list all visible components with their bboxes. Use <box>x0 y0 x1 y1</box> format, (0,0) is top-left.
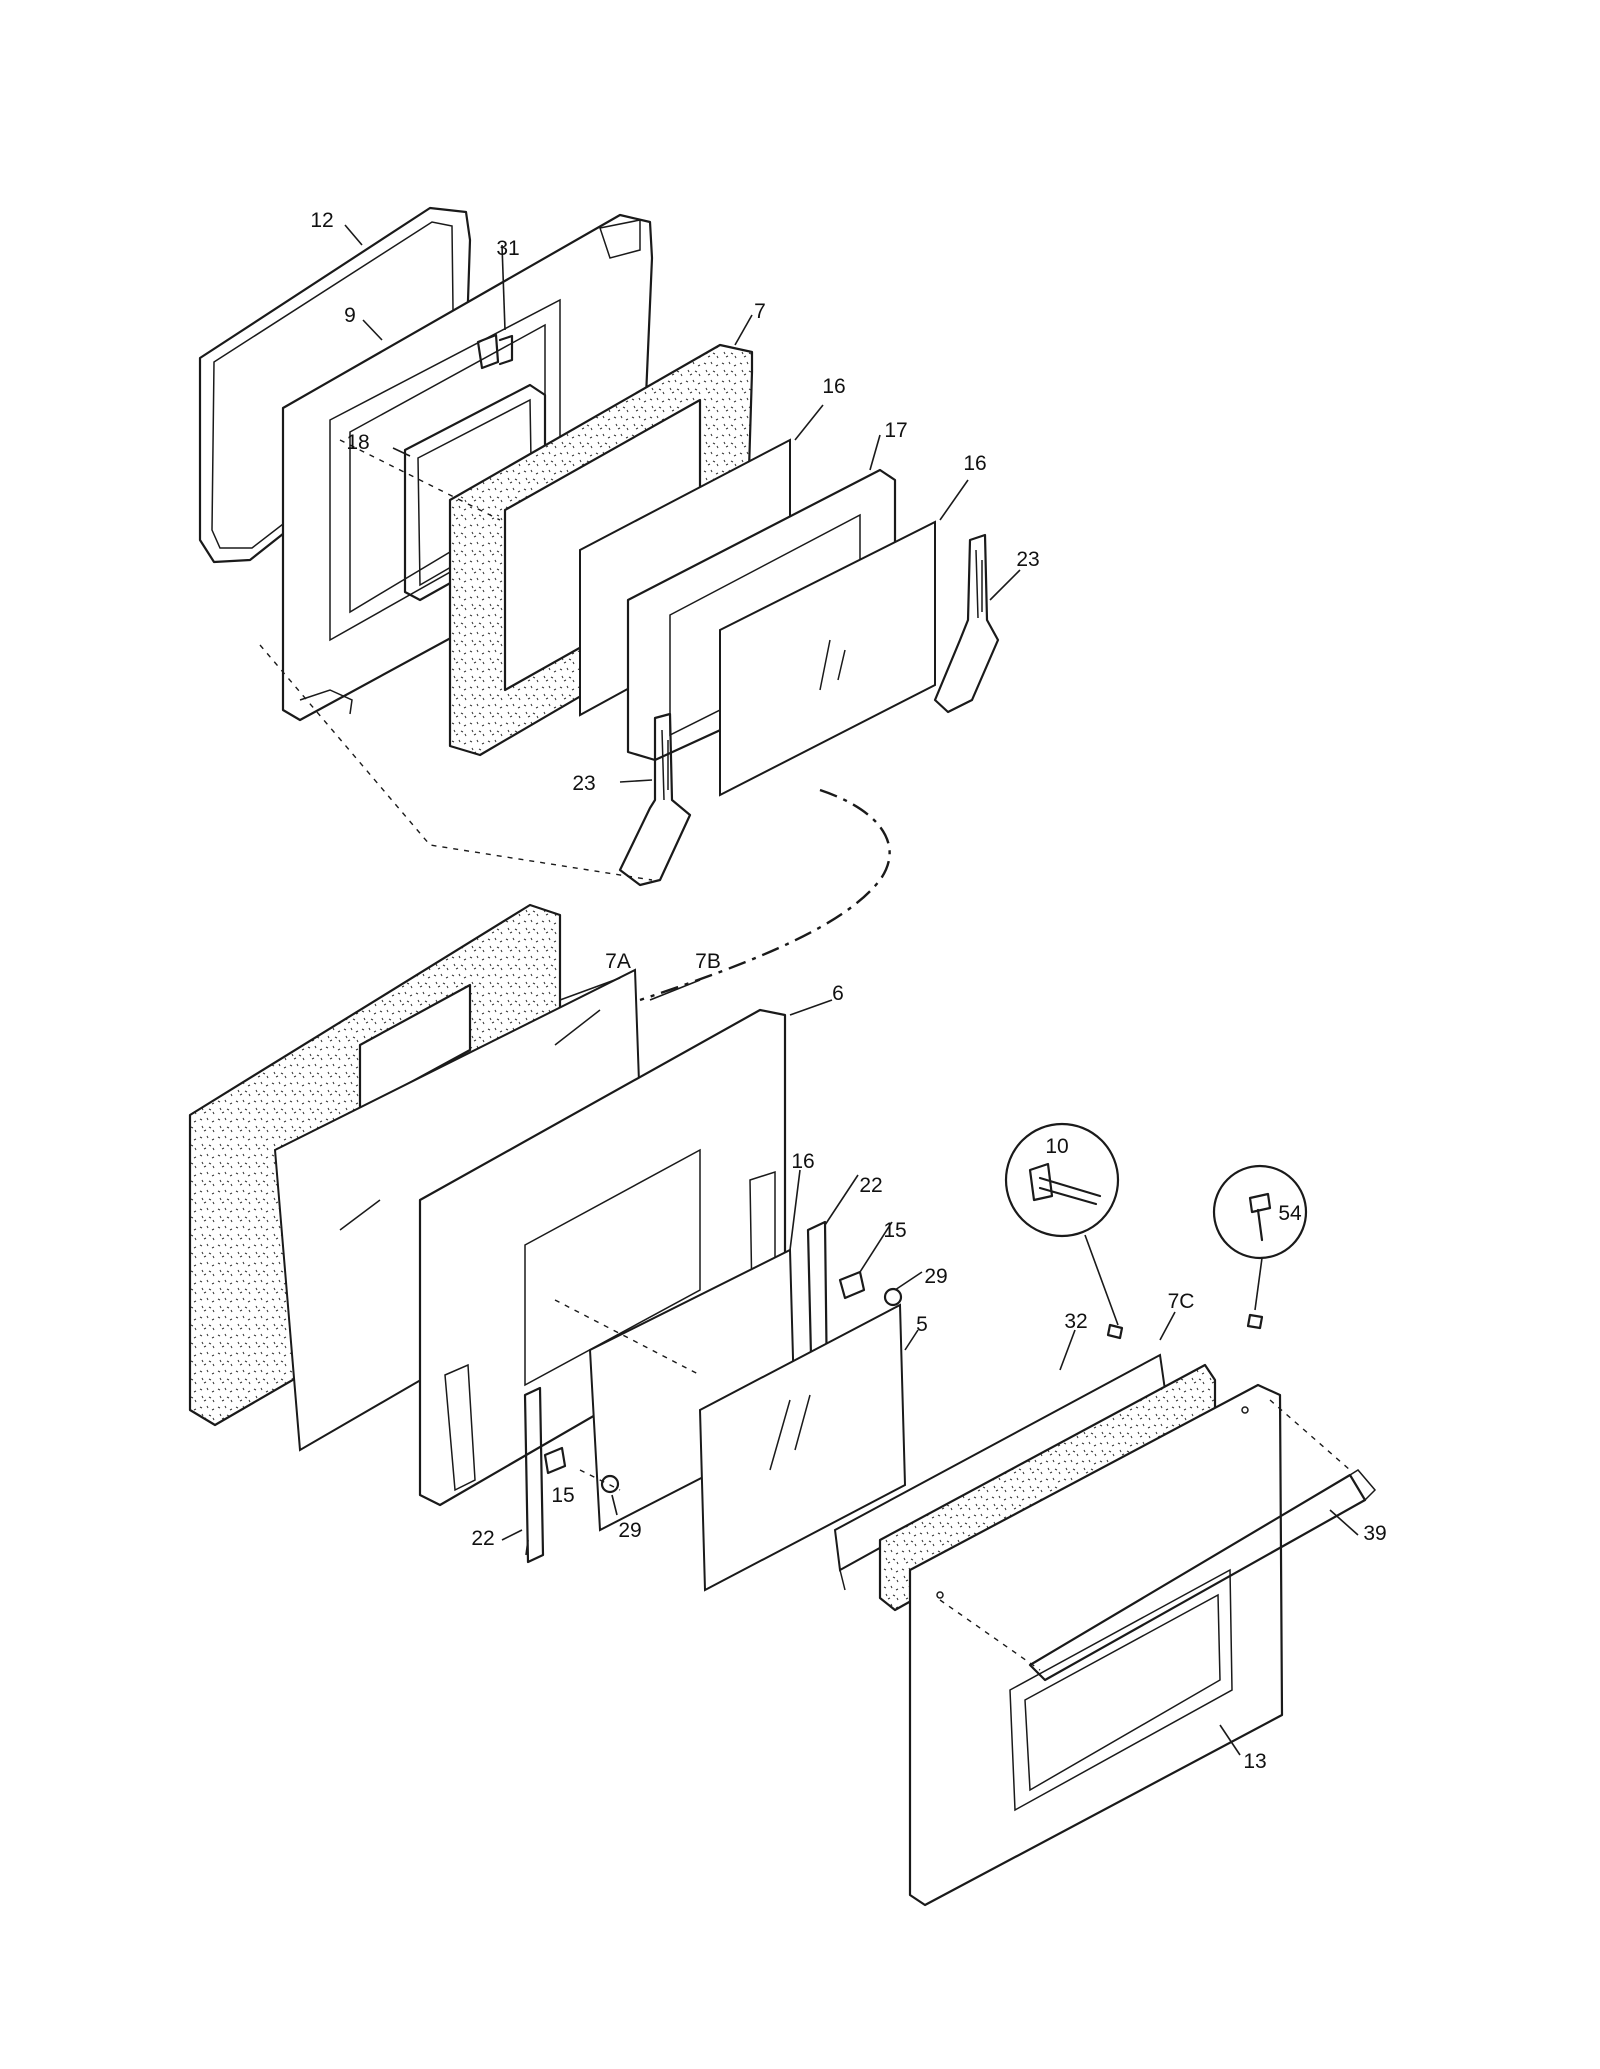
door-hinge-right <box>933 533 1000 714</box>
callout-circle-54 <box>1212 1164 1308 1260</box>
glass-clip-right <box>838 1270 866 1300</box>
label-13: 13 <box>1243 1750 1266 1773</box>
label-7: 7 <box>754 300 766 323</box>
label-16-inner: 16 <box>791 1150 814 1173</box>
door-clip <box>476 333 514 370</box>
callout-leader <box>1084 1234 1119 1326</box>
label-54: 54 <box>1278 1202 1302 1225</box>
door-bracket-left <box>523 1386 545 1564</box>
label-29-left: 29 <box>618 1519 641 1542</box>
label-10: 10 <box>1045 1135 1068 1158</box>
glass-spacer-right <box>883 1287 903 1307</box>
door-hinge-left <box>618 712 692 887</box>
alignment-line <box>554 1299 701 1376</box>
callout-circle-10 <box>1004 1122 1120 1238</box>
label-32: 32 <box>1064 1310 1087 1333</box>
glass-spacer-left <box>600 1474 620 1494</box>
label-18: 18 <box>346 431 369 454</box>
label-23-left: 23 <box>572 772 595 795</box>
alignment-line <box>1269 1399 1351 1471</box>
leader-lines <box>344 224 1359 1756</box>
label-16-rear: 16 <box>963 452 986 475</box>
label-22-left: 22 <box>471 1527 494 1550</box>
glass-clip-left <box>543 1446 567 1475</box>
label-7A: 7A <box>605 950 631 973</box>
part-labels: 12 31 9 7 16 18 17 16 23 23 7A 7B 6 16 2… <box>310 209 1386 1773</box>
label-17: 17 <box>884 419 907 442</box>
callout-leader <box>1254 1257 1263 1311</box>
label-6: 6 <box>832 982 844 1005</box>
assembly-connector <box>639 788 891 1002</box>
label-31: 31 <box>496 237 519 260</box>
screw <box>1106 1323 1124 1340</box>
screw <box>1246 1313 1264 1330</box>
label-29-right: 29 <box>924 1265 947 1288</box>
label-15-right: 15 <box>883 1219 906 1242</box>
label-5: 5 <box>916 1313 928 1336</box>
label-16-upper: 16 <box>822 375 845 398</box>
label-15-left: 15 <box>551 1484 574 1507</box>
label-22-right: 22 <box>859 1174 882 1197</box>
alignment-line <box>339 439 501 521</box>
label-23-right: 23 <box>1016 548 1039 571</box>
door-handle <box>1028 1469 1377 1682</box>
label-39: 39 <box>1363 1522 1386 1545</box>
glass-panel-rear <box>719 520 936 797</box>
alignment-line <box>579 1469 621 1491</box>
outer-window-glass <box>698 1303 907 1592</box>
label-7B: 7B <box>695 950 721 973</box>
label-12: 12 <box>310 209 333 232</box>
alignment-line <box>939 1599 1041 1671</box>
label-7C: 7C <box>1168 1290 1195 1313</box>
label-9: 9 <box>344 304 356 327</box>
outer-door-panel <box>908 1383 1284 1907</box>
